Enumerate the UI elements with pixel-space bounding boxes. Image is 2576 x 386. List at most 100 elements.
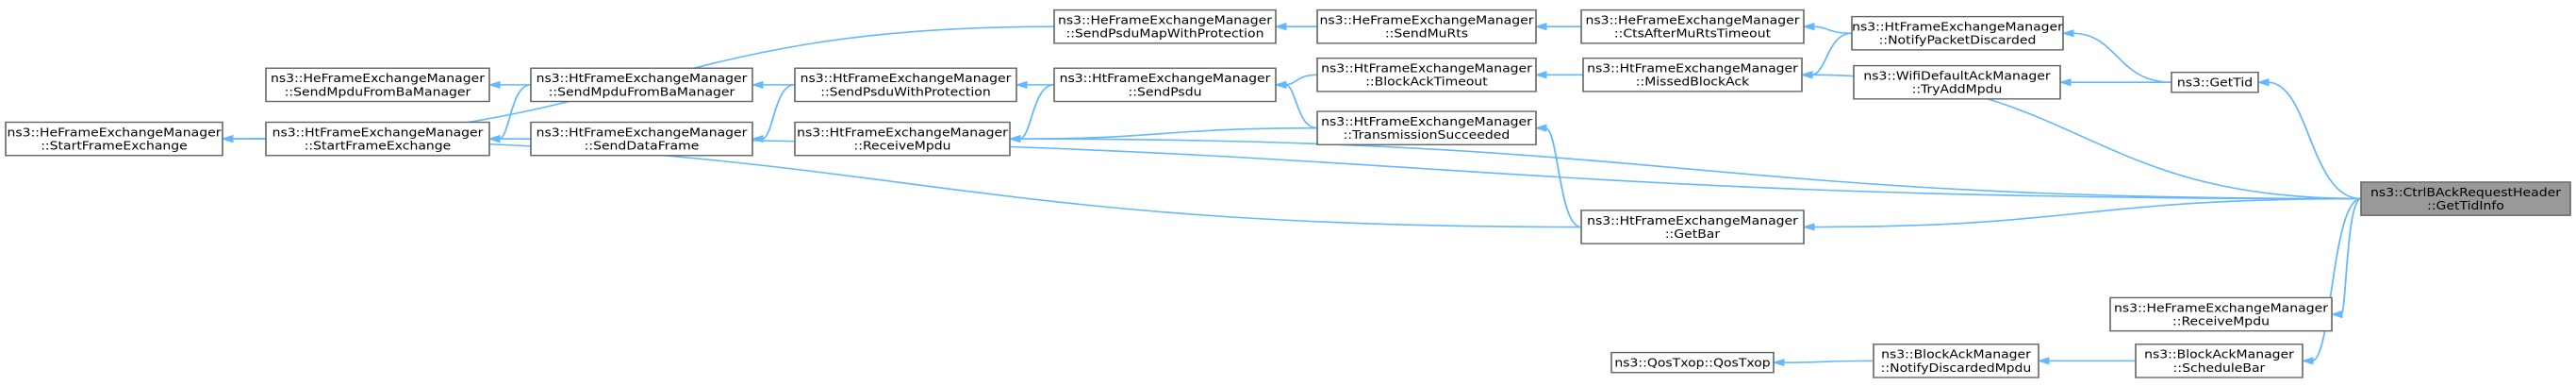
node-label: ns3::HtFrameExchangeManager — [537, 126, 748, 140]
node-label: ::SendPsdu — [1129, 86, 1202, 99]
node-label: ::SendPsduWithProtection — [820, 86, 990, 99]
edge-getbar-to-txs — [1534, 124, 1582, 228]
edge-htsfe-to-hesfe — [221, 134, 266, 143]
node-box — [1316, 57, 1537, 92]
node-ctrl[interactable]: ns3::CtrlBAckRequestHeader::GetTidInfo — [2360, 181, 2571, 216]
node-box — [1316, 8, 1537, 44]
node-htRecv[interactable]: ns3::HtFrameExchangeManager::ReceiveMpdu — [794, 121, 1011, 157]
node-label: ::NotifyPacketDiscarded — [1879, 34, 2037, 47]
node-htsendmpdu[interactable]: ns3::HtFrameExchangeManager::SendMpduFro… — [530, 67, 753, 103]
edge-sdf-to-htsfe — [487, 134, 531, 143]
node-label: ns3::HtFrameExchangeManager — [1587, 62, 1798, 76]
node-txs[interactable]: ns3::HtFrameExchangeManager::Transmissio… — [1316, 110, 1537, 146]
node-label: ns3::BlockAckManager — [1881, 348, 2031, 361]
node-label: ::NotifyDiscardedMpdu — [1881, 362, 2032, 376]
edge-htsendmpdu-to-htsfe — [487, 84, 532, 143]
node-label: ns3::WifiDefaultAckManager — [1863, 70, 2051, 83]
edge-sendpsduprot-to-sdf — [751, 84, 796, 143]
node-box — [1582, 57, 1803, 92]
node-htsfe[interactable]: ns3::HtFrameExchangeManager::StartFrameE… — [265, 121, 490, 157]
node-box — [1853, 64, 2061, 100]
node-label: ::SendPsduMapWithProtection — [1065, 27, 1263, 41]
node-label: ns3::CtrlBAckRequestHeader — [2370, 187, 2562, 200]
node-box — [1580, 8, 1805, 44]
node-label: ::TransmissionSucceeded — [1344, 129, 1511, 143]
node-label: ns3::GetTid — [2177, 76, 2253, 90]
edge-missed-to-bat — [1534, 71, 1583, 79]
node-label: ::BlockAckTimeout — [1365, 76, 1488, 89]
edge-ctsafter-to-sendmurts — [1534, 23, 1581, 31]
node-box — [2171, 71, 2259, 93]
node-box — [265, 121, 490, 157]
node-box — [1316, 110, 1537, 146]
node-label: ::StartFrameExchange — [305, 140, 452, 153]
node-label: ns3::HtFrameExchangeManager — [1321, 62, 1532, 76]
node-gettid[interactable]: ns3::GetTid — [2171, 71, 2259, 93]
node-label: ::SendMpduFromBaManager — [549, 86, 735, 99]
node-sdf[interactable]: ns3::HtFrameExchangeManager::SendDataFra… — [530, 121, 753, 157]
node-sendpsdu[interactable]: ns3::HtFrameExchangeManager::SendPsdu — [1053, 67, 1277, 103]
edge-schedbar-to-notifydm — [2037, 357, 2136, 365]
edge-sendpsduprot-to-htsendmpdu — [751, 80, 795, 90]
node-box — [265, 67, 490, 103]
edge-sendmurts-to-hesendpsdu — [1274, 23, 1317, 31]
node-label: ::SendMpduFromBaManager — [285, 86, 471, 99]
node-sendpsduprot[interactable]: ns3::HtFrameExchangeManager::SendPsduWit… — [794, 67, 1017, 103]
node-bat[interactable]: ns3::HtFrameExchangeManager::BlockAckTim… — [1316, 57, 1537, 92]
node-qostxop[interactable]: ns3::QosTxop::QosTxop — [1610, 351, 1775, 374]
edge-htsendmpdu-to-hesendmpdu — [487, 80, 531, 90]
node-box — [1851, 15, 2064, 51]
node-tryadd[interactable]: ns3::WifiDefaultAckManager::TryAddMpdu — [1853, 64, 2061, 100]
node-getbar[interactable]: ns3::HtFrameExchangeManager::GetBar — [1580, 210, 1805, 244]
node-label: ns3::HtFrameExchangeManager — [1587, 215, 1798, 228]
node-label: ::MissedBlockAck — [1636, 76, 1750, 89]
edge-sendpsdu-to-sendpsduprot — [1015, 80, 1054, 90]
edge-ctrl-to-getbar — [1802, 197, 2362, 231]
call-nodes: ns3::CtrlBAckRequestHeader::GetTidInfons… — [5, 8, 2571, 378]
node-box — [530, 67, 753, 103]
node-label: ns3::HeFrameExchangeManager — [271, 73, 486, 86]
node-ctsafter[interactable]: ns3::HeFrameExchangeManager::CtsAfterMuR… — [1580, 8, 1805, 44]
node-label: ns3::HtFrameExchangeManager — [1060, 73, 1271, 86]
node-label: ns3::BlockAckManager — [2144, 348, 2294, 361]
node-box — [1610, 351, 1775, 374]
node-label: ns3::HtFrameExchangeManager — [797, 126, 1008, 140]
node-notifydm[interactable]: ns3::BlockAckManager::NotifyDiscardedMpd… — [1873, 344, 2039, 378]
node-hesfe[interactable]: ns3::HeFrameExchangeManager::StartFrameE… — [5, 121, 223, 157]
edge-txs-to-sendpsdu — [1274, 80, 1318, 129]
node-label: ns3::HeFrameExchangeManager — [8, 126, 223, 140]
node-box — [1580, 210, 1805, 244]
node-box — [1053, 8, 1277, 44]
edge-gettid-to-notifypd — [2061, 29, 2172, 84]
edge-sendpsdu-to-htRecv — [1008, 84, 1055, 143]
edge-notifydm-to-qostxop — [1772, 358, 1874, 367]
node-box — [530, 121, 753, 157]
node-label: ::GetTidInfo — [2427, 200, 2504, 213]
node-notifypd[interactable]: ns3::HtFrameExchangeManager::NotifyPacke… — [1851, 15, 2064, 51]
node-label: ns3::HtFrameExchangeManager — [1321, 116, 1532, 129]
node-label: ns3::QosTxop::QosTxop — [1614, 357, 1770, 370]
node-label: ns3::HeFrameExchangeManager — [1586, 14, 1801, 27]
node-sendmurts[interactable]: ns3::HeFrameExchangeManager::SendMuRts — [1316, 8, 1537, 44]
node-box — [794, 121, 1011, 157]
node-label: ::ReceiveMpdu — [854, 140, 951, 153]
node-box — [1873, 344, 2039, 378]
node-label: ns3::HtFrameExchangeManager — [1852, 21, 2063, 34]
node-heRecv[interactable]: ns3::HeFrameExchangeManager::ReceiveMpdu — [2109, 296, 2333, 332]
node-label: ns3::HtFrameExchangeManager — [272, 126, 484, 140]
node-label: ::ScheduleBar — [2173, 362, 2266, 376]
node-label: ::ReceiveMpdu — [2172, 315, 2270, 328]
node-box — [794, 67, 1017, 103]
node-hesendmpdu[interactable]: ns3::HeFrameExchangeManager::SendMpduFro… — [265, 67, 490, 103]
node-missed[interactable]: ns3::HtFrameExchangeManager::MissedBlock… — [1582, 57, 1803, 92]
node-schedbar[interactable]: ns3::BlockAckManager::ScheduleBar — [2135, 344, 2304, 378]
node-label: ns3::HeFrameExchangeManager — [1058, 14, 1273, 27]
edge-ctrl-to-gettid — [2256, 78, 2362, 200]
edge-notifypd-to-ctsafter — [1802, 23, 1853, 35]
edge-ctrl-to-htRecv — [1008, 134, 2362, 200]
node-label: ns3::HeFrameExchangeManager — [1320, 14, 1535, 27]
node-label: ::SendMuRts — [1385, 27, 1468, 41]
node-hesendpsdu[interactable]: ns3::HeFrameExchangeManager::SendPsduMap… — [1053, 8, 1277, 44]
node-box — [5, 121, 223, 157]
